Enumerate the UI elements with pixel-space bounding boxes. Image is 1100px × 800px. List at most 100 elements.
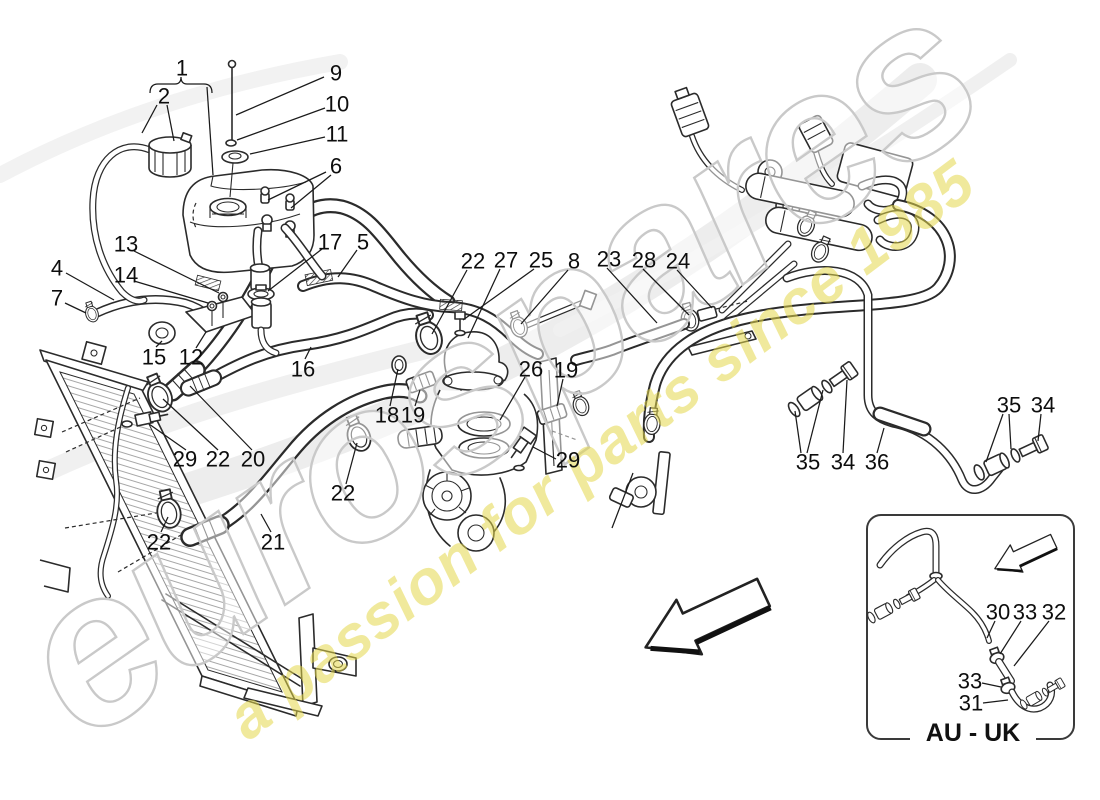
leader-line-7 xyxy=(64,302,87,314)
callout-label-12: 12 xyxy=(179,345,203,370)
leader-line-12 xyxy=(195,331,207,349)
leader-line-1 xyxy=(206,86,214,176)
thermostat-throttle-assembly xyxy=(121,289,598,552)
leader-line-35 xyxy=(794,410,802,454)
leader-line-4 xyxy=(65,272,115,301)
leader-line-29 xyxy=(148,423,187,451)
callout-label-35: 35 xyxy=(796,450,820,475)
callout-label-29: 29 xyxy=(556,448,580,473)
callout-label-23: 23 xyxy=(597,247,621,272)
leader-line-6 xyxy=(267,171,327,201)
callout-label-18: 18 xyxy=(375,403,399,428)
leader-line-34 xyxy=(1037,413,1042,442)
leader-line-22 xyxy=(162,398,219,451)
callout-label-14: 14 xyxy=(114,263,138,288)
electrical-connector xyxy=(798,114,834,154)
callout-label-33: 33 xyxy=(1013,600,1037,625)
leader-line-24 xyxy=(676,269,713,309)
leader-line-31 xyxy=(982,699,1009,704)
leader-line-34 xyxy=(842,379,848,454)
leader-line-10 xyxy=(236,107,326,141)
callout-label-35: 35 xyxy=(997,393,1021,418)
callout-label-34: 34 xyxy=(831,450,855,475)
callout-label-36: 36 xyxy=(865,450,889,475)
callout-label-19: 19 xyxy=(401,403,425,428)
callout-label-33: 33 xyxy=(958,669,982,694)
leader-line-2 xyxy=(166,104,175,142)
line-art xyxy=(33,59,1050,717)
inset-box-au-uk: AU - UK xyxy=(865,514,1075,750)
callout-label-27: 27 xyxy=(494,248,518,273)
leader-line-17 xyxy=(267,248,323,292)
callout-label-29: 29 xyxy=(173,447,197,472)
direction-arrow xyxy=(633,565,776,674)
callout-label-28: 28 xyxy=(632,248,656,273)
callout-label-25: 25 xyxy=(529,248,553,273)
leader-line-16 xyxy=(304,346,312,360)
leader-line-19 xyxy=(556,378,564,407)
leader-line-22 xyxy=(345,442,358,485)
leader-line-29 xyxy=(532,446,557,460)
callout-label-22: 22 xyxy=(331,481,355,506)
callout-label-15: 15 xyxy=(142,345,166,370)
leader-line-36 xyxy=(876,427,885,454)
callout-label-20: 20 xyxy=(241,447,265,472)
callout-label-11: 11 xyxy=(326,122,349,147)
callout-label-21: 21 xyxy=(261,530,285,555)
leader-line-33 xyxy=(999,620,1022,655)
callout-label-5: 5 xyxy=(357,230,369,255)
leader-line-35 xyxy=(985,413,1004,463)
leader-line-20 xyxy=(189,385,253,451)
leader-line-19 xyxy=(414,389,421,407)
leader-line-11 xyxy=(249,136,326,155)
callout-label-19: 19 xyxy=(554,358,578,383)
leader-line-9 xyxy=(235,76,325,116)
tank-cap xyxy=(148,132,193,178)
callout-label-10: 10 xyxy=(325,92,349,117)
callout-label-32: 32 xyxy=(1042,600,1066,625)
leader-line-33 xyxy=(981,682,1002,688)
callout-label-1: 1 xyxy=(176,56,188,81)
leader-line-6 xyxy=(290,174,332,209)
leader-line-14 xyxy=(133,280,209,304)
heater-valve-assembly xyxy=(570,86,956,529)
callout-label-30: 30 xyxy=(986,600,1010,625)
leader-line-26 xyxy=(499,376,526,421)
leader-line-27 xyxy=(467,268,501,339)
expansion-tank xyxy=(148,59,327,357)
callout-label-9: 9 xyxy=(330,61,342,86)
leader-line-2 xyxy=(141,104,158,134)
callout-label-22: 22 xyxy=(461,249,485,274)
callout-label-7: 7 xyxy=(51,286,63,311)
leader-line-23 xyxy=(606,267,658,324)
leader-line-21 xyxy=(260,513,272,533)
leader-line-18 xyxy=(389,368,399,407)
electrical-connector xyxy=(670,86,710,138)
callout-label-24: 24 xyxy=(666,249,690,274)
callout-label-13: 13 xyxy=(114,232,138,257)
callout-label-6: 6 xyxy=(330,154,342,179)
leader-line-25 xyxy=(462,268,535,321)
callout-label-17: 17 xyxy=(318,230,342,255)
callout-label-26: 26 xyxy=(519,357,543,382)
leader-line-32 xyxy=(1013,620,1050,667)
callout-label-31: 31 xyxy=(959,691,983,716)
engine-mount-bracket xyxy=(161,593,357,717)
auxiliary-pump xyxy=(608,451,671,529)
leader-line-35 xyxy=(1008,413,1012,450)
inset-region-label: AU - UK xyxy=(926,719,1020,747)
leader-line-22 xyxy=(431,269,468,335)
callout-label-34: 34 xyxy=(1031,393,1055,418)
leader-line-30 xyxy=(986,620,996,639)
callout-label-2: 2 xyxy=(158,84,170,109)
leader-line-15 xyxy=(155,340,163,348)
callout-label-16: 16 xyxy=(291,357,315,382)
leader-line-5 xyxy=(337,249,358,278)
leader-line-35 xyxy=(806,389,824,454)
callout-label-22: 22 xyxy=(147,530,171,555)
leader-line-28 xyxy=(642,268,690,316)
leader-line-13 xyxy=(133,250,220,294)
callout-label-8: 8 xyxy=(568,249,580,274)
